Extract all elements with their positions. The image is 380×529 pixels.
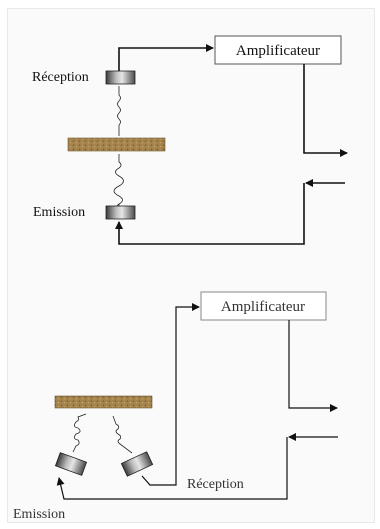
top-emission-wire <box>115 183 305 245</box>
bottom-emission-label: Emission <box>13 507 65 522</box>
bottom-amplifier-label: Amplificateur <box>221 299 305 315</box>
top-amplifier-box: Amplificateur <box>214 35 342 65</box>
bottom-received-wave <box>112 415 133 454</box>
bottom-sample-plate <box>54 395 153 409</box>
top-diagram: Amplificateur Réception Emission <box>32 35 348 245</box>
top-sample-plate <box>67 137 166 152</box>
bottom-reception-transducer <box>120 451 154 477</box>
top-received-wave <box>117 86 121 136</box>
bottom-reception-label: Réception <box>187 477 244 492</box>
top-reception-label: Réception <box>32 70 89 85</box>
top-output-arrow <box>303 64 348 157</box>
top-reception-transducer <box>105 70 136 85</box>
bottom-reception-wire <box>141 303 200 486</box>
top-emission-label: Emission <box>33 205 85 220</box>
top-emission-transducer <box>105 205 136 220</box>
bottom-output-arrow <box>288 320 338 412</box>
bottom-diagram: Amplificateur Réception Emission <box>13 291 338 522</box>
bottom-emission-wire <box>56 437 288 500</box>
top-reception-wire <box>118 44 214 71</box>
top-emitted-wave <box>113 154 124 211</box>
top-amplifier-label: Amplificateur <box>236 43 320 59</box>
bottom-emission-transducer <box>54 452 88 476</box>
bottom-emitted-wave <box>72 413 87 453</box>
bottom-amplifier-box: Amplificateur <box>200 291 327 321</box>
